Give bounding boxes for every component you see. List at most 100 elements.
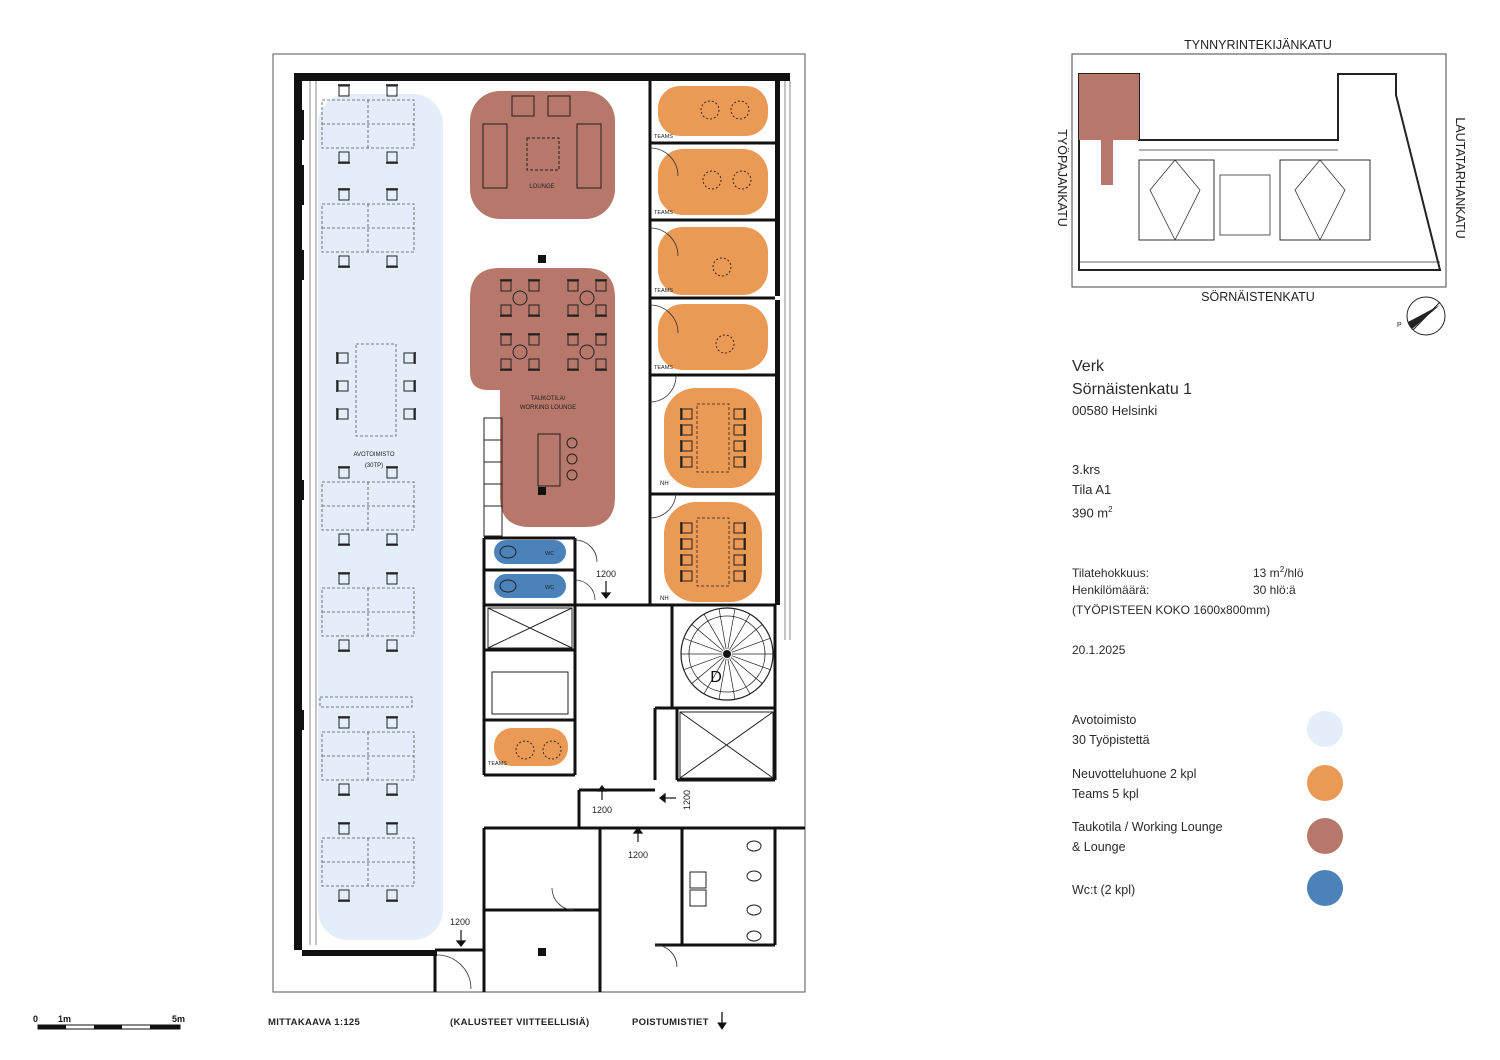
chair-icon [500, 304, 512, 317]
chair-icon [595, 333, 607, 346]
exit-arrows [455, 581, 676, 947]
exit-width-label-4: 1200 [682, 790, 692, 810]
desk-size-note: (TYÖPISTEEN KOKO 1600x800mm) [1072, 603, 1271, 617]
legend-item-wc: Wc:t (2 kpl) [1072, 870, 1362, 922]
chair-icon [680, 424, 693, 436]
legend-swatch [1307, 870, 1343, 906]
exit-width-label-3: 1200 [628, 850, 648, 860]
lounge-zone [470, 91, 615, 219]
wc-2-zone [494, 574, 566, 598]
desk-group [321, 188, 415, 268]
exit-arrow-icon [717, 1012, 727, 1030]
teams-room-4-zone [658, 304, 768, 370]
persons-value: 30 hlö:ä [1253, 583, 1296, 597]
floor-number: 3.krs [1072, 462, 1101, 477]
teams-table [702, 170, 722, 190]
teams-table [712, 257, 732, 277]
chair-icon [338, 151, 350, 164]
chair-icon [386, 151, 398, 164]
exits-label: POISTUMISTIET [632, 1017, 709, 1028]
teams-label-1: TEAMS [654, 134, 673, 140]
window-lines [309, 81, 791, 945]
legend-sublabel: & Lounge [1072, 840, 1126, 854]
lounge-table [567, 333, 607, 371]
chair-icon [528, 304, 540, 317]
chair-icon [680, 408, 693, 420]
wc-label-2: WC [545, 585, 554, 591]
lounge-table [567, 279, 607, 317]
chair-icon [733, 554, 746, 566]
open-office-label: AVOTOIMISTO [353, 452, 394, 458]
project-name: Verk [1072, 358, 1105, 375]
chair-icon [336, 408, 349, 420]
legend-label: Taukotila / Working Lounge [1072, 820, 1223, 834]
legend-item-open-office: Avotoimisto 30 Työpistettä [1072, 710, 1362, 754]
chair-icon [403, 352, 416, 364]
area-value: 390 m [1072, 505, 1109, 521]
chair-icon [386, 466, 398, 479]
space-area: 390 m2 [1072, 500, 1113, 523]
plan-frame [272, 53, 806, 993]
chair-icon [338, 639, 350, 652]
teams-table [730, 100, 750, 120]
exit-width-label-2: 1200 [592, 805, 612, 815]
working-lounge-label-2: WORKING LOUNGE [520, 405, 576, 411]
legend-swatch [1307, 711, 1343, 747]
chair-icon [500, 279, 512, 292]
legend-item-lounge: Taukotila / Working Lounge & Lounge [1072, 817, 1362, 861]
chair-icon [336, 380, 349, 392]
furniture-note: (KALUSTEET VIITTEELLISIÄ) [450, 1017, 590, 1028]
chair-icon [338, 783, 350, 796]
chair-icon [338, 255, 350, 268]
chair-icon [733, 456, 746, 468]
chair-icon [680, 554, 693, 566]
chair-icon [386, 188, 398, 201]
efficiency-row: Tilatehokkuus:13 m2/hlö [1072, 560, 1372, 583]
key-plan [1071, 53, 1447, 288]
chair-icon [338, 889, 350, 902]
chair-icon [733, 538, 746, 550]
street-left: TYÖPAJANKATU [1055, 129, 1069, 226]
desk-group [321, 466, 415, 546]
lounge-table [500, 279, 540, 317]
area-sup: 2 [1108, 505, 1113, 514]
chair-icon [338, 716, 350, 729]
street-top: TYNNYRINTEKIJÄNKATU [1184, 38, 1332, 52]
chair-icon [386, 639, 398, 652]
north-arrow-icon [1406, 296, 1446, 336]
doors [436, 147, 679, 990]
space-id: Tila A1 [1072, 482, 1112, 497]
scale-1m-label: 1m [58, 1014, 71, 1024]
long-table [319, 343, 416, 708]
chair-icon [386, 533, 398, 546]
legend-swatch [1307, 765, 1343, 801]
project-postal: 00580 Helsinki [1072, 403, 1158, 418]
legend-label: Avotoimisto [1072, 713, 1137, 727]
chair-icon [567, 358, 579, 371]
wc-label-1: WC [545, 551, 554, 557]
chair-icon [338, 188, 350, 201]
chair-icon [528, 333, 540, 346]
teams-label-4: TEAMS [654, 365, 673, 371]
plan-date: 20.1.2025 [1072, 643, 1126, 657]
wc-fixtures [499, 545, 762, 942]
chair-icon [403, 408, 416, 420]
chair-icon [338, 822, 350, 835]
space-info: 3.krs Tila A1 390 m2 [1072, 460, 1113, 523]
chair-icon [733, 522, 746, 534]
project-street: Sörnäistenkatu 1 [1072, 381, 1193, 398]
efficiency-sup: 2 [1279, 565, 1285, 574]
legend-item-meeting-rooms: Neuvotteluhuone 2 kpl Teams 5 kpl [1072, 764, 1362, 808]
lounge-tables [500, 279, 607, 371]
teams-label-3: TEAMS [654, 288, 673, 294]
meeting-table [680, 517, 746, 587]
chair-icon [336, 352, 349, 364]
chair-icon [595, 358, 607, 371]
efficiency-unit: /hlö [1284, 566, 1304, 580]
teams-label-2: TEAMS [654, 210, 673, 216]
lift-shafts [487, 607, 774, 779]
open-office-sub-label: (30TP) [365, 463, 383, 469]
chair-icon [567, 279, 579, 292]
chair-icon [386, 783, 398, 796]
chair-icon [403, 380, 416, 392]
